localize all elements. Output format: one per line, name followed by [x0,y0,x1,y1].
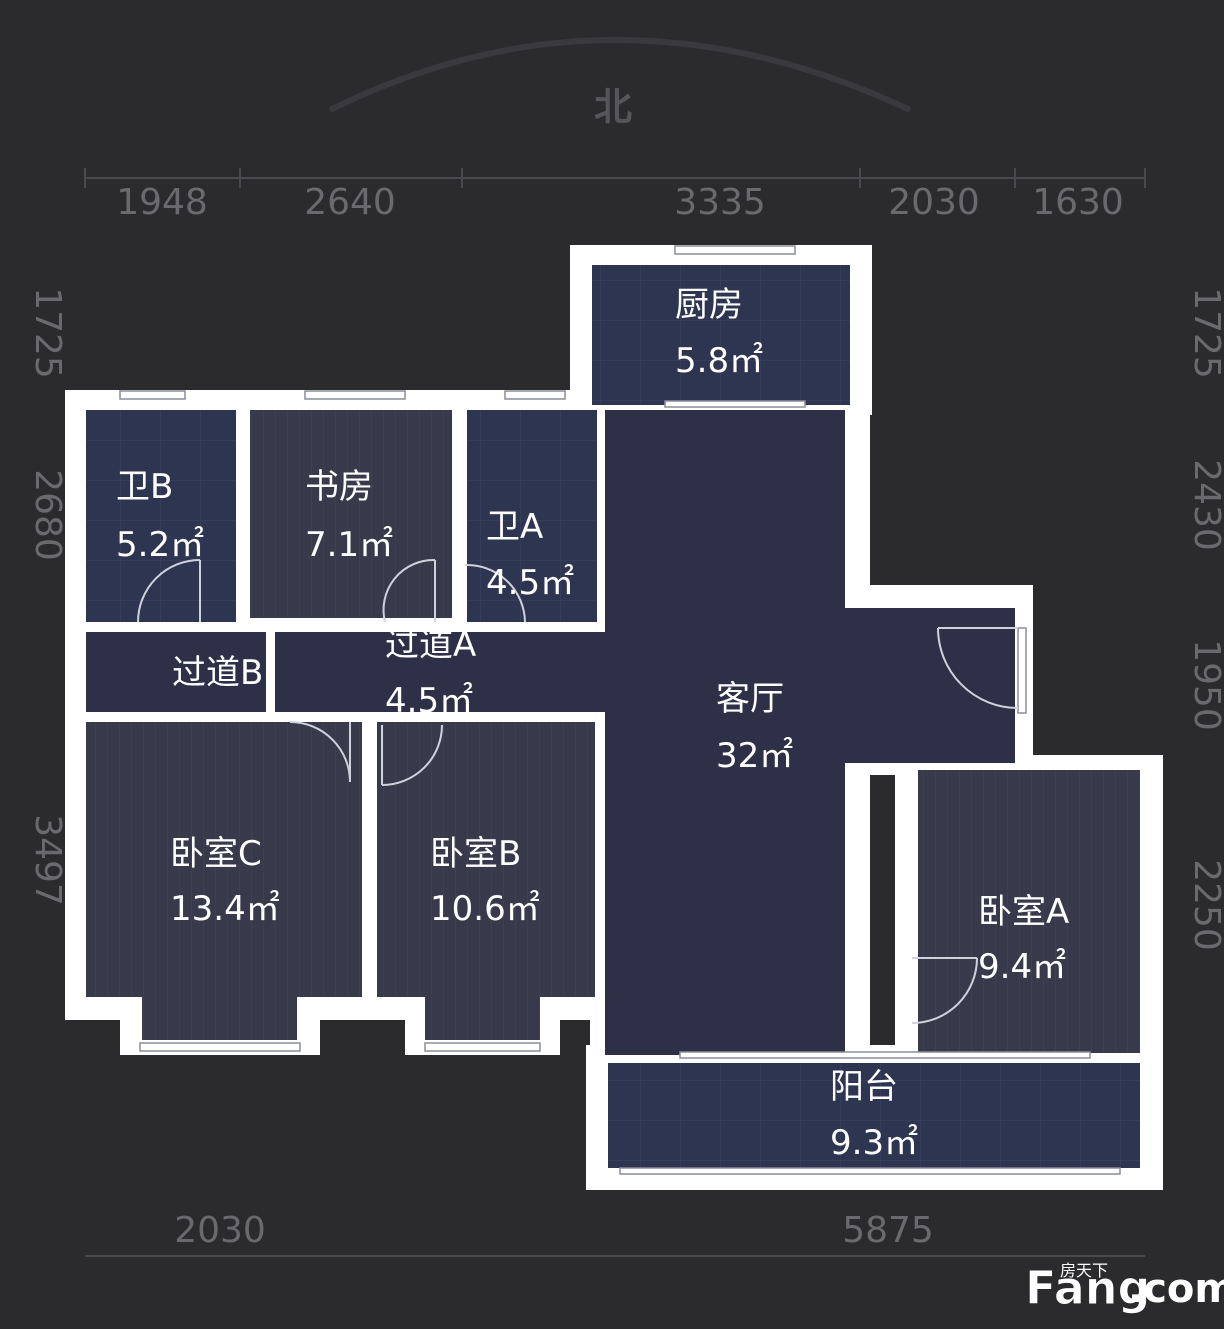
room-living-area: 32㎡ [716,736,793,776]
room-bath-b-name: 卫B [116,467,173,507]
room-balcony-name: 阳台 [830,1067,898,1107]
room-hall-a-name: 过道A [385,625,476,665]
room-balcony-area: 9.3㎡ [830,1123,918,1163]
window-kitchen-top [674,245,796,255]
room-study-area: 7.1㎡ [305,525,393,565]
top-dimension-label: 2030 [888,182,980,223]
room-kitchen-area: 5.8㎡ [675,341,763,381]
door-study-icon [382,558,436,623]
door-entry-icon [937,627,1019,709]
window-study [304,390,406,400]
floor-bed-b [377,722,595,997]
top-dimension-label: 3335 [674,182,766,223]
right-dimension-label: 2430 [1186,459,1224,551]
fang-logo: Fang .com 房天下 [1025,1261,1224,1316]
top-dimension-label: 2640 [304,182,396,223]
floor-bed-c-bay [142,995,297,1040]
compass-arc [328,37,912,113]
left-dimension-label: 2680 [27,469,68,561]
room-bath-b-area: 5.2㎡ [116,525,204,565]
room-bed-a-area: 9.4㎡ [978,947,1066,987]
floor-bed-c [86,722,362,997]
left-dimension-label: 3497 [27,814,68,906]
floor-study [250,410,452,618]
window-balcony-top [679,1051,1091,1059]
logo-cn-text: 房天下 [1060,1261,1108,1280]
floor-hall-a [275,632,605,712]
floor-bed-a-top [918,770,1013,830]
door-bed-b-icon [381,724,443,786]
room-bath-a-name: 卫A [486,507,543,547]
room-bath-a-area: 4.5㎡ [486,563,574,603]
room-kitchen-name: 厨房 [675,285,743,325]
room-hall-a-area: 4.5㎡ [385,681,473,721]
door-bed-c-icon [289,721,351,783]
room-living-name: 客厅 [716,679,784,719]
window-kitchen-bottom [664,400,806,408]
door-bed-a-icon [911,957,978,1024]
floor-entry [845,608,1015,763]
logo-suffix: .com [1128,1266,1224,1312]
floor-bed-b-bay [425,995,540,1040]
floor-bath-b [86,410,236,622]
room-hall-b-name: 过道B [172,653,263,693]
window-balcony-bottom [619,1167,1121,1175]
window-bath-b [119,390,186,400]
window-entry [1017,627,1027,714]
room-bed-c-area: 13.4㎡ [170,889,280,929]
room-bed-c-name: 卧室C [170,834,262,874]
bottom-dimension-label: 2030 [174,1210,266,1251]
floor-balcony [608,1063,1140,1168]
top-dimension-label: 1948 [116,182,208,223]
compass-north-label: 北 [594,85,632,129]
left-dimension-label: 1725 [27,287,68,379]
door-bath-b-icon [137,559,201,623]
right-dimension-label: 2250 [1186,859,1224,951]
top-dimension-label: 1630 [1032,182,1124,223]
room-bed-b-area: 10.6㎡ [430,889,540,929]
window-bed-c [139,1042,301,1052]
bottom-dimension-label: 5875 [842,1210,934,1251]
room-study-name: 书房 [305,467,373,507]
logo-brand: Fang [1025,1261,1150,1315]
right-dimension-label: 1725 [1186,287,1224,379]
window-bed-b [424,1042,541,1052]
room-bed-a-name: 卧室A [978,892,1069,932]
floor-kitchen [592,265,850,405]
window-bath-a [504,390,566,400]
door-bath-a-icon [464,563,526,623]
floor-bath-a [467,410,597,622]
floor-hall-b [86,632,266,712]
floor-living [605,410,845,1055]
right-dimension-label: 1950 [1186,639,1224,731]
room-bed-b-name: 卧室B [430,834,521,874]
